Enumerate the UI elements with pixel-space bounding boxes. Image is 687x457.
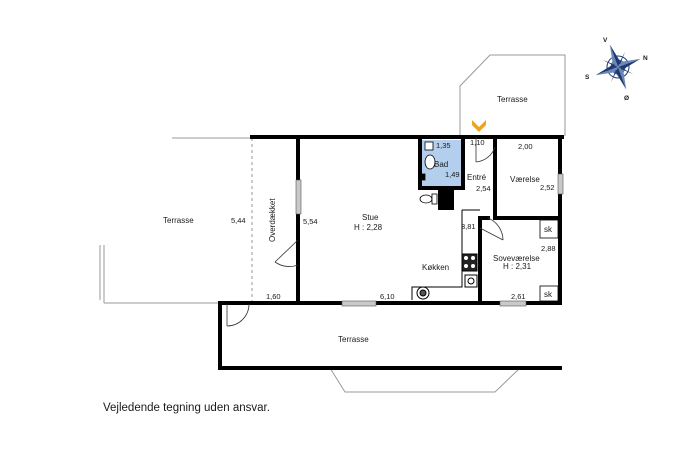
doors bbox=[226, 137, 504, 327]
compass-o-label: Ø bbox=[624, 95, 629, 102]
closet-label-1: sk bbox=[544, 225, 553, 234]
living-height-label: H : 2,28 bbox=[354, 223, 383, 232]
entry-arrow-icon bbox=[472, 120, 486, 132]
dim-room-depth: 2,52 bbox=[540, 183, 555, 192]
kitchen-label: Køkken bbox=[422, 263, 449, 272]
dim-bedroom-depth: 2,88 bbox=[541, 244, 556, 253]
bedroom-label: Soveværelse bbox=[493, 254, 540, 263]
entry-label: Entré bbox=[467, 173, 487, 182]
dim-bath-width: 1,35 bbox=[436, 141, 451, 150]
bedroom-height-label: H : 2,31 bbox=[503, 262, 532, 271]
terrace-outlines bbox=[99, 54, 566, 393]
living-label: Stue bbox=[362, 213, 379, 222]
dim-room-width: 2,00 bbox=[518, 142, 533, 151]
disclaimer-caption: Vejledende tegning uden ansvar. bbox=[103, 402, 270, 414]
dim-entry-width: 1,10 bbox=[470, 138, 485, 147]
dim-terrace-west-depth: 5,44 bbox=[231, 216, 246, 225]
dim-living-depth: 5,54 bbox=[303, 217, 318, 226]
room-label: Værelse bbox=[510, 175, 540, 184]
dim-kitchen-width: 3,81 bbox=[461, 222, 476, 231]
kitchen-fixtures bbox=[411, 209, 480, 300]
walls bbox=[218, 135, 564, 370]
covered-label: Overdækket bbox=[268, 198, 277, 242]
bath-fixtures bbox=[421, 141, 436, 181]
compass-icon bbox=[595, 44, 641, 90]
bath-label: Bad bbox=[434, 160, 448, 169]
dim-bedroom-width: 2,61 bbox=[511, 292, 526, 301]
compass-s-label: S bbox=[585, 74, 590, 81]
dim-entry-depth: 2,54 bbox=[476, 184, 491, 193]
terrace-south-label: Terrasse bbox=[338, 335, 369, 344]
closet-label-2: sk bbox=[544, 290, 553, 299]
windows bbox=[295, 173, 564, 307]
terrace-north-label: Terrasse bbox=[497, 95, 528, 104]
compass-n-label: N bbox=[643, 55, 648, 62]
compass-v-label: V bbox=[603, 37, 608, 44]
terrace-west-label: Terrasse bbox=[163, 216, 194, 225]
chimney-block bbox=[438, 188, 454, 210]
dim-covered-width: 1,60 bbox=[266, 292, 281, 301]
dim-bath-depth: 1,49 bbox=[445, 170, 460, 179]
toilet-outside bbox=[419, 193, 438, 205]
closets bbox=[539, 219, 559, 302]
dim-living-width: 6,10 bbox=[380, 292, 395, 301]
